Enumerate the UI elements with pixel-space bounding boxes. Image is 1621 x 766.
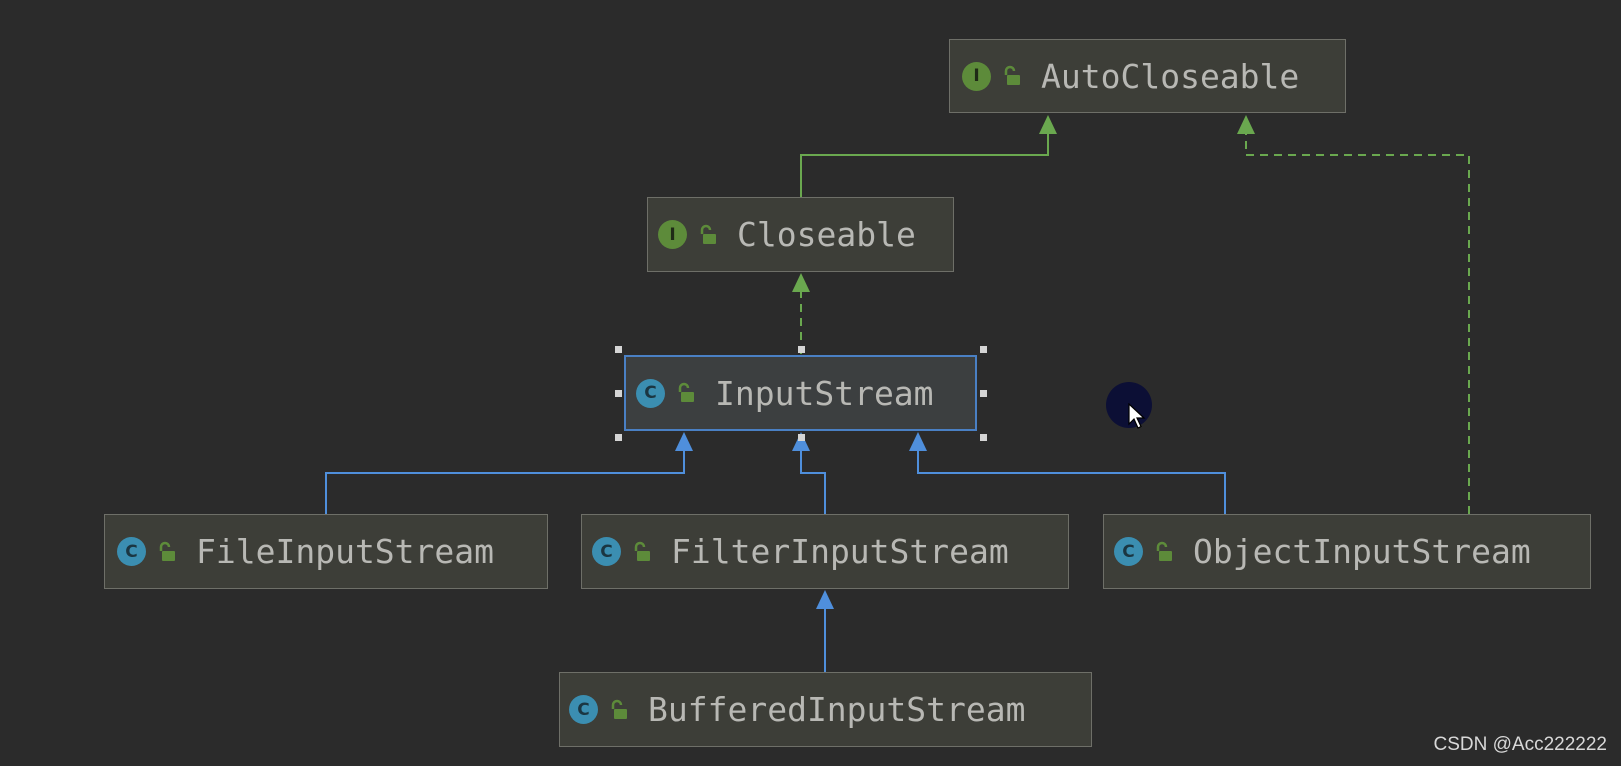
unlock-icon bbox=[700, 224, 716, 244]
node-label: AutoCloseable bbox=[1041, 56, 1300, 96]
class-icon: C bbox=[592, 537, 621, 566]
node-filterinputstream[interactable]: C FilterInputStream bbox=[581, 514, 1069, 589]
selection-handle[interactable] bbox=[615, 434, 622, 441]
node-autocloseable[interactable]: I AutoCloseable bbox=[949, 39, 1346, 113]
unlock-icon bbox=[1004, 65, 1020, 85]
selection-handle[interactable] bbox=[798, 346, 805, 353]
node-fileinputstream[interactable]: C FileInputStream bbox=[104, 514, 548, 589]
class-icon: C bbox=[1114, 537, 1143, 566]
interface-icon: I bbox=[658, 220, 687, 249]
node-label: FileInputStream bbox=[196, 532, 495, 571]
node-label: BufferedInputStream bbox=[648, 690, 1026, 729]
edge-closeable-autocloseable bbox=[800, 133, 1049, 197]
node-label: InputStream bbox=[715, 373, 934, 413]
node-inputstream[interactable]: C InputStream bbox=[624, 355, 977, 431]
unlock-icon bbox=[1156, 541, 1172, 561]
node-label: Closeable bbox=[737, 215, 916, 254]
node-closeable[interactable]: I Closeable bbox=[647, 197, 954, 272]
selection-handle[interactable] bbox=[980, 390, 987, 397]
node-label: ObjectInputStream bbox=[1193, 532, 1531, 571]
interface-icon: I bbox=[962, 61, 991, 91]
node-bufferedinputstream[interactable]: C BufferedInputStream bbox=[559, 672, 1092, 747]
class-icon: C bbox=[569, 695, 598, 724]
unlock-icon bbox=[634, 541, 650, 561]
arrowhead-blue bbox=[816, 590, 834, 609]
selection-handle[interactable] bbox=[798, 434, 805, 441]
arrowhead-blue bbox=[792, 432, 810, 451]
watermark: CSDN @Acc222222 bbox=[1433, 734, 1607, 755]
edge-fileinputstream-inputstream bbox=[325, 450, 685, 514]
unlock-icon bbox=[678, 382, 694, 402]
unlock-icon bbox=[159, 541, 175, 561]
class-icon: C bbox=[117, 537, 146, 566]
edge-objectinputstream-inputstream bbox=[917, 450, 1226, 514]
class-icon: C bbox=[636, 378, 665, 408]
edge-objectinputstream-autocloseable bbox=[1245, 133, 1470, 514]
unlock-icon bbox=[611, 699, 627, 719]
selection-handle[interactable] bbox=[615, 390, 622, 397]
selection-handle[interactable] bbox=[980, 434, 987, 441]
node-objectinputstream[interactable]: C ObjectInputStream bbox=[1103, 514, 1591, 589]
selection-handle[interactable] bbox=[615, 346, 622, 353]
arrowhead-blue bbox=[909, 432, 927, 451]
mouse-pointer-icon bbox=[1128, 403, 1146, 429]
edge-filterinputstream-inputstream bbox=[800, 450, 826, 514]
arrowhead-green bbox=[792, 273, 810, 292]
arrowhead-blue bbox=[675, 432, 693, 451]
node-label: FilterInputStream bbox=[671, 532, 1009, 571]
selection-handle[interactable] bbox=[980, 346, 987, 353]
arrowhead-green bbox=[1039, 115, 1057, 134]
arrowhead-green bbox=[1237, 115, 1255, 134]
